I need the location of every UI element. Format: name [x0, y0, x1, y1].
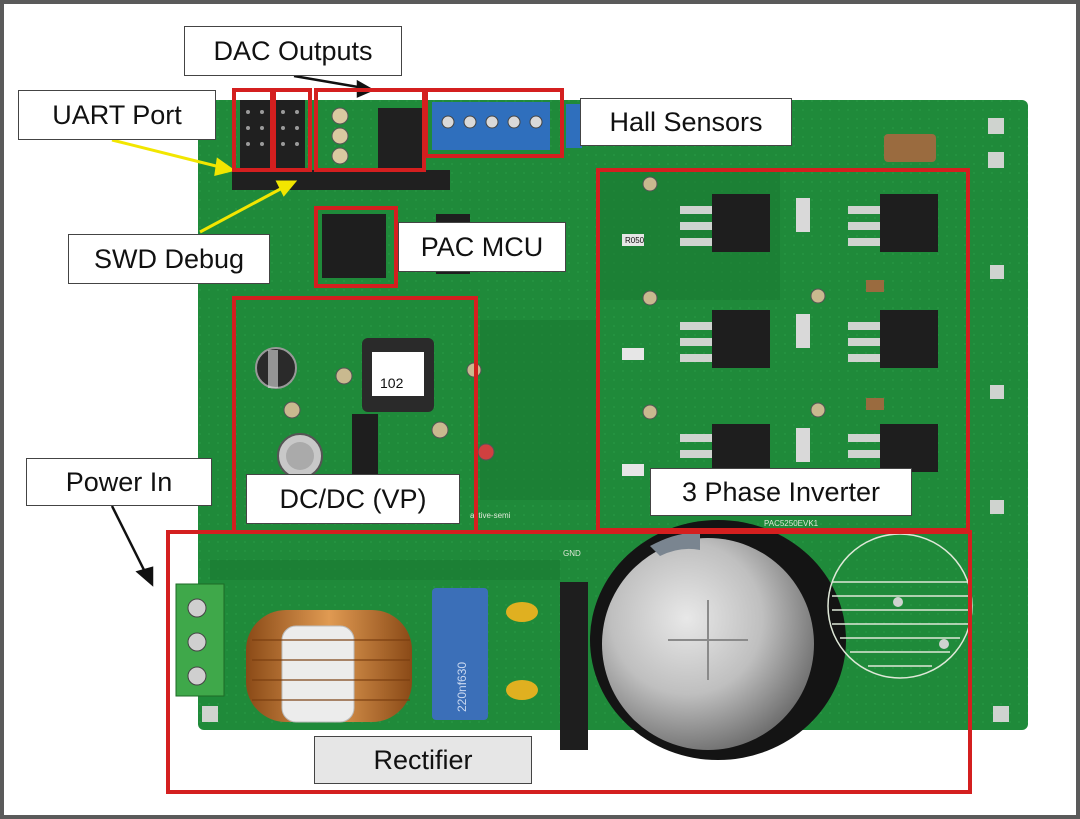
region-uart-port: [232, 88, 276, 172]
region-rectifier: [166, 530, 972, 794]
label-dcdc-vp: DC/DC (VP): [246, 474, 460, 524]
bridge-rectifier: [560, 582, 588, 750]
label-pac-mcu: PAC MCU: [398, 222, 566, 272]
region-pac-mcu: [314, 206, 398, 288]
region-dac-outputs: [314, 88, 426, 172]
mcu-chip: [322, 214, 386, 278]
uart-arrow: [111, 138, 236, 176]
region-hall-sensors: [424, 88, 564, 158]
film-capacitor: 220nf630: [432, 588, 488, 720]
header-pins-top: [232, 100, 450, 190]
silk-part: PAC5250EVK1: [764, 519, 819, 528]
label-hall-sensors: Hall Sensors: [580, 98, 792, 146]
region-swd-debug: [270, 88, 312, 172]
silk-brand: active-semi: [470, 511, 511, 520]
power-input-terminal: [175, 583, 225, 697]
label-power-in: Power In: [26, 458, 212, 506]
inductor-marking: 102: [380, 375, 404, 391]
label-three-phase-inverter: 3 Phase Inverter: [650, 468, 912, 516]
hall-terminal-block: [432, 102, 582, 150]
swd-arrow: [199, 180, 298, 234]
dac-test-posts: [331, 107, 349, 165]
label-rectifier: Rectifier: [314, 736, 532, 784]
bulk-capacitor: [590, 520, 846, 760]
inverter-mosfets: [622, 176, 938, 476]
power-in-arrow: [110, 505, 154, 587]
toroid-inductor: [246, 610, 412, 723]
capacitor-marking: 220nf630: [455, 662, 469, 712]
label-swd-debug: SWD Debug: [68, 234, 270, 284]
silk-gnd: GND: [563, 549, 581, 558]
silk-r050: R050: [625, 236, 645, 245]
label-uart-port: UART Port: [18, 90, 216, 140]
heatsink-outline: [827, 533, 973, 679]
label-dac-outputs: DAC Outputs: [184, 26, 402, 76]
